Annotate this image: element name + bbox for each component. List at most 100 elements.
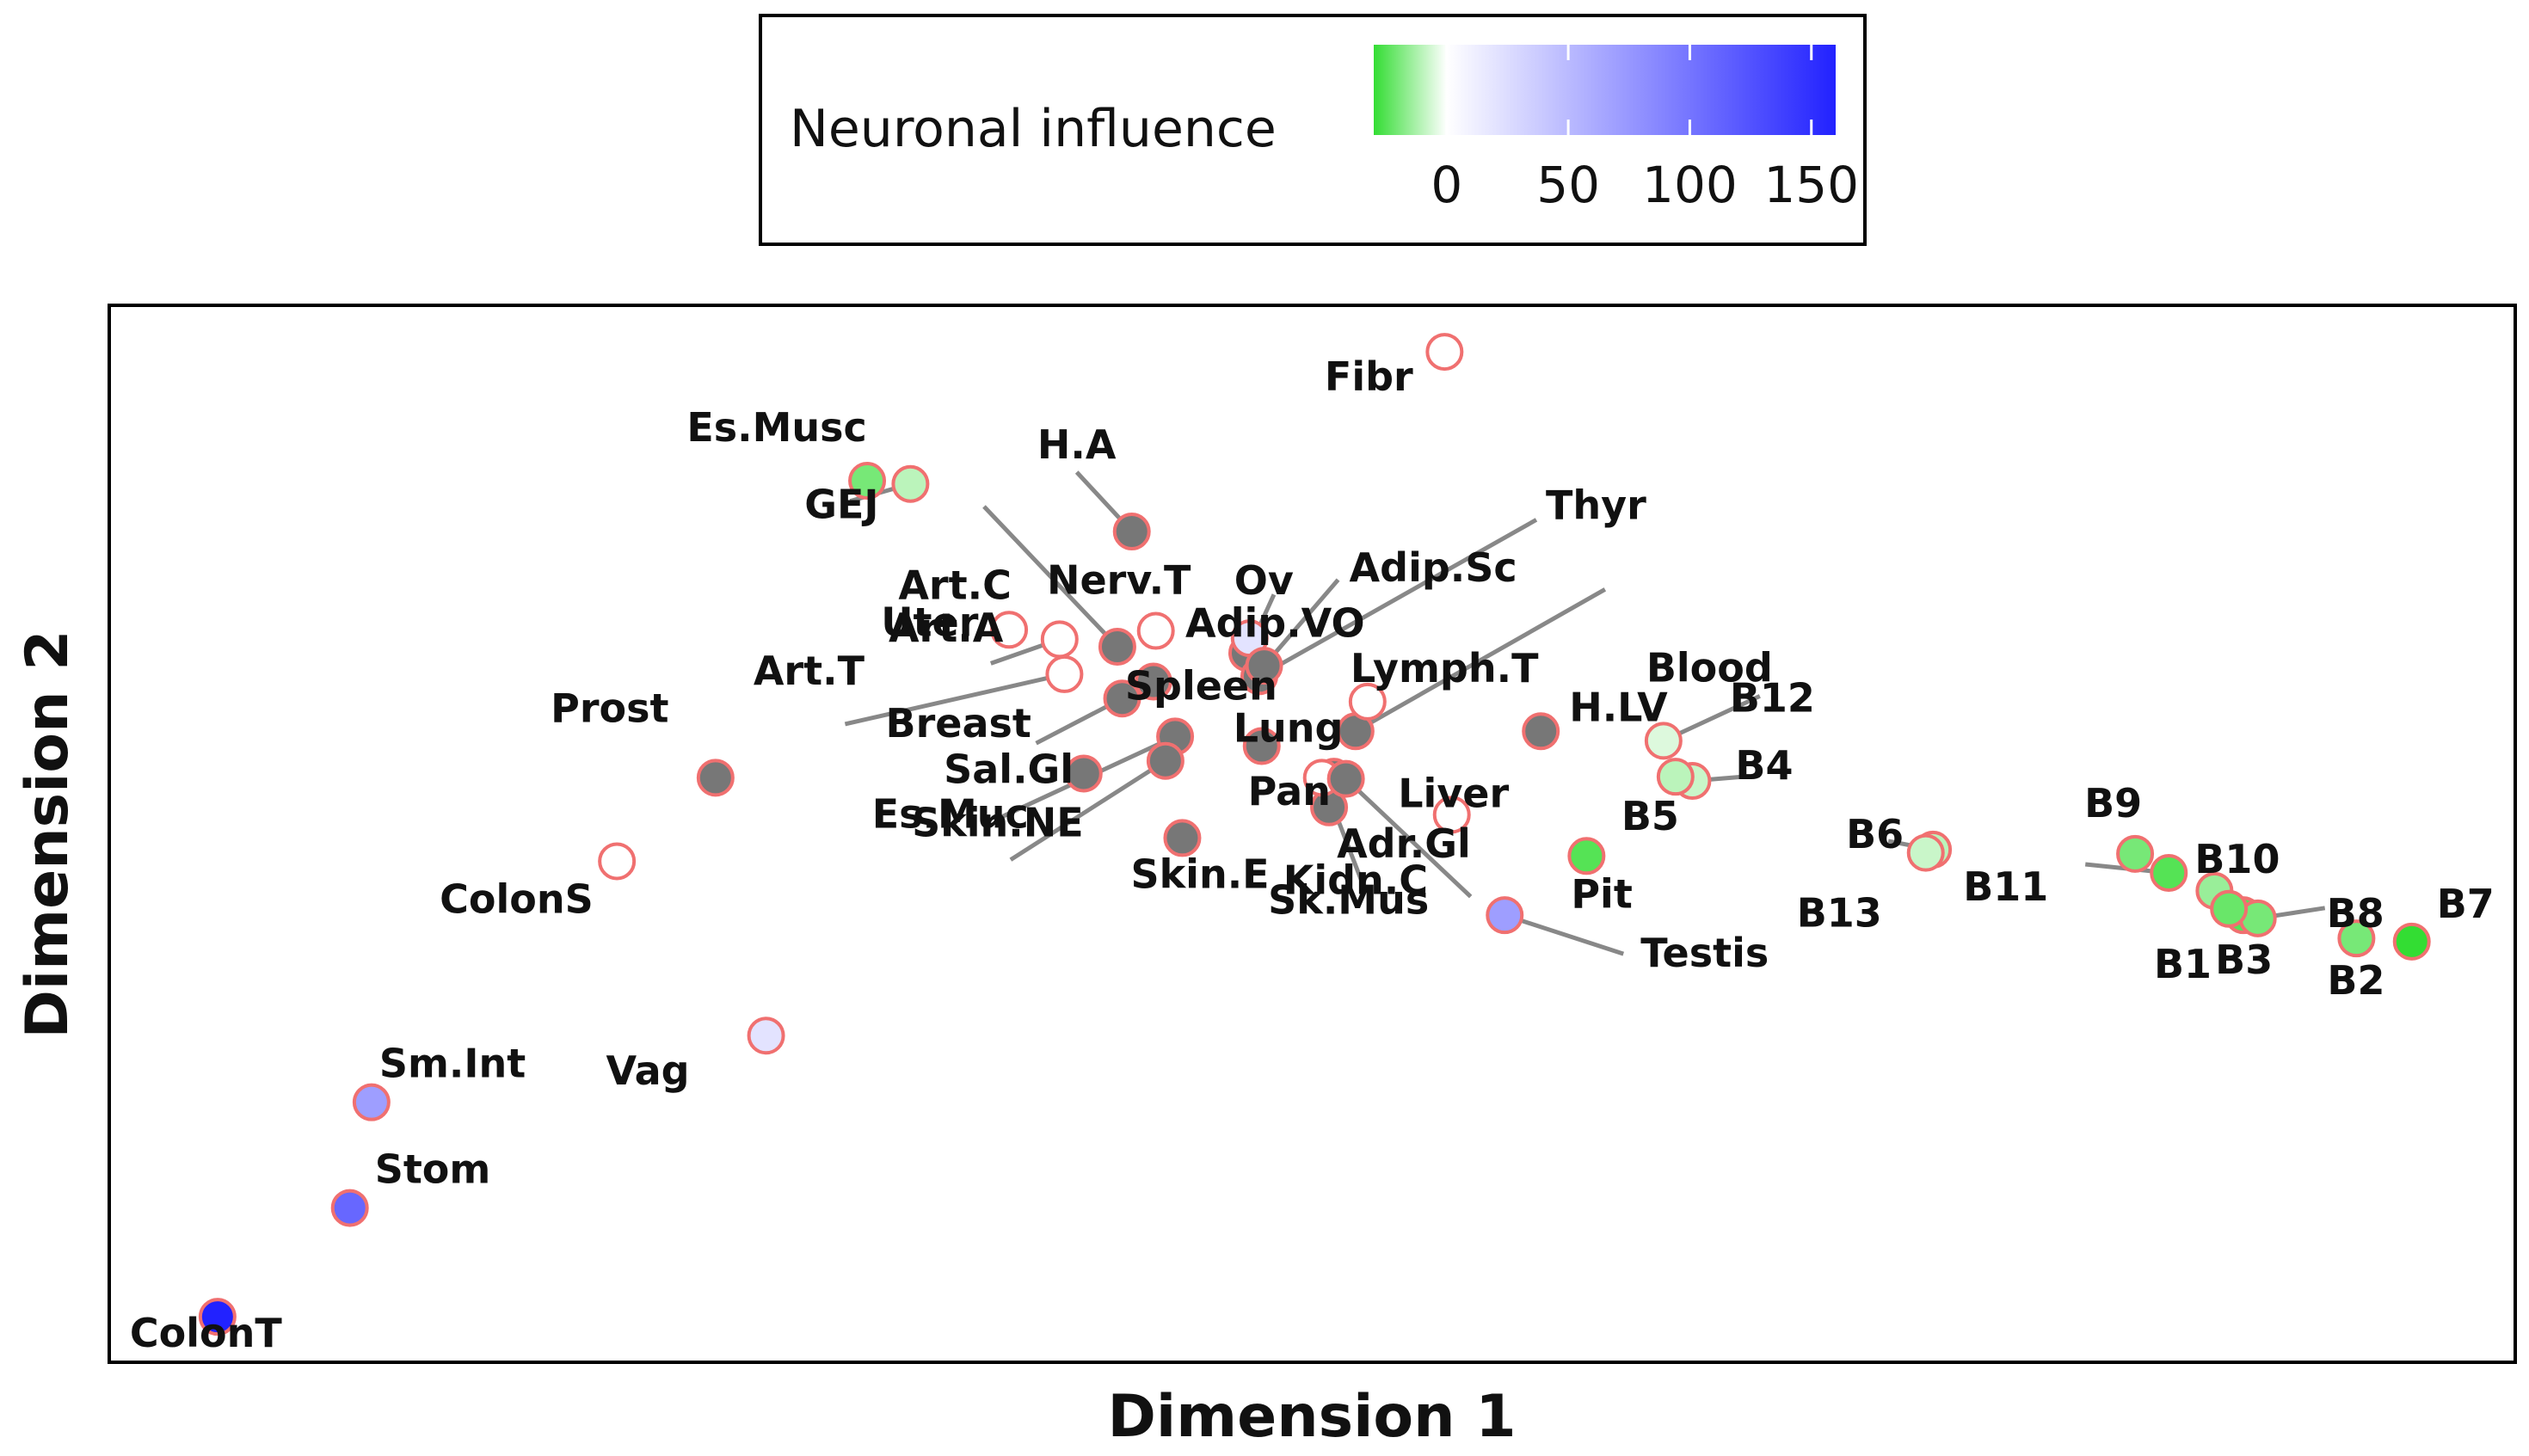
point-label-prost: Prost xyxy=(551,685,668,731)
point-label-b2: B2 xyxy=(2327,957,2384,1004)
point-sk-mus xyxy=(1326,759,1365,798)
leader-line-blood xyxy=(1354,587,1607,734)
point-lung xyxy=(1242,727,1281,765)
leader-line-sk-mus xyxy=(1344,777,1473,899)
point-colont xyxy=(198,1298,237,1336)
point-nerv-t xyxy=(1136,611,1175,650)
point-label-liver: Liver xyxy=(1398,770,1509,816)
point-label-fibr: Fibr xyxy=(1325,353,1413,400)
point-b11 xyxy=(2150,853,2188,892)
point-label-adr-gl: Adr.Gl xyxy=(1337,820,1471,867)
colorbar-tick-label: 50 xyxy=(1536,156,1600,214)
point-label-spleen: Spleen xyxy=(1125,663,1277,710)
point-label-art-a: Art.A xyxy=(889,605,1004,651)
point-label-es-muc: Es.Muc xyxy=(872,790,1029,837)
point-label-nerv-t: Nerv.T xyxy=(1047,557,1191,604)
leader-line-skin-ne xyxy=(1009,759,1167,862)
point-b9 xyxy=(2116,834,2155,873)
point-h-a xyxy=(1112,513,1151,551)
point-label-b8: B8 xyxy=(2327,890,2384,937)
point-label-testis: Testis xyxy=(1640,930,1769,976)
point-art-c xyxy=(990,611,1029,649)
point-label-b13: B13 xyxy=(1797,890,1882,937)
legend: Neuronal influence 0 50 100 150 xyxy=(759,14,1867,246)
point-b7 xyxy=(2392,922,2431,961)
point-b3 xyxy=(2210,889,2249,928)
point-es-muc xyxy=(1064,754,1103,793)
point-h-lv xyxy=(1522,712,1560,751)
point-lymph-t xyxy=(1348,682,1387,721)
point-label-stom: Stom xyxy=(375,1146,491,1193)
point-b12 xyxy=(1644,722,1683,760)
point-label-adip-sc: Adip.Sc xyxy=(1350,544,1517,591)
leader-line-art-t xyxy=(844,672,1065,727)
point-label-b7: B7 xyxy=(2437,881,2495,927)
colorbar-tick-label: 0 xyxy=(1431,156,1462,214)
point-label-sm-int: Sm.Int xyxy=(379,1041,526,1087)
colorbar xyxy=(1374,45,1836,135)
point-fibr xyxy=(1425,333,1464,372)
point-prost xyxy=(696,759,735,797)
point-label-b11: B11 xyxy=(1963,863,2048,910)
point-label-b6: B6 xyxy=(1846,811,1904,857)
legend-title: Neuronal influence xyxy=(790,99,1277,159)
colorbar-tick-label: 150 xyxy=(1763,156,1859,214)
point-label-pit: Pit xyxy=(1571,870,1632,917)
point-label-b4: B4 xyxy=(1735,742,1793,789)
data-points xyxy=(198,333,2431,1336)
point-art-t xyxy=(1045,654,1084,693)
point-liver xyxy=(1432,796,1471,834)
point-label-h-a: H.A xyxy=(1037,421,1117,468)
point-gej xyxy=(891,464,930,503)
point-label-kidn-c: Kidn.C xyxy=(1283,857,1428,903)
point-label-b3: B3 xyxy=(2215,937,2273,983)
leader-line-art-a xyxy=(982,505,1119,648)
point-label-b9: B9 xyxy=(2084,780,2142,826)
point-stom xyxy=(330,1189,369,1227)
point-label-b10: B10 xyxy=(2194,836,2280,882)
plot-frame xyxy=(108,304,2517,1364)
point-label-pan: Pan xyxy=(1248,768,1331,814)
point-b5 xyxy=(1656,758,1695,796)
point-art-a xyxy=(1098,627,1136,666)
point-label-art-t: Art.T xyxy=(754,648,865,694)
point-label-sal-gl: Sal.Gl xyxy=(944,746,1074,792)
point-label-b5: B5 xyxy=(1621,793,1679,839)
point-colons xyxy=(598,842,637,881)
colorbar-tick-label: 100 xyxy=(1642,156,1738,214)
point-spleen xyxy=(1134,662,1172,701)
point-label-blood: Blood xyxy=(1646,644,1773,691)
point-label-h-lv: H.LV xyxy=(1569,684,1668,730)
point-label-art-c: Art.C xyxy=(898,562,1012,608)
point-label-b1: B1 xyxy=(2154,941,2212,987)
point-label-b12: B12 xyxy=(1730,674,1815,721)
point-uter xyxy=(1040,620,1079,659)
point-label-adip-vo: Adip.VO xyxy=(1185,599,1365,646)
colorbar-ticks: 0 50 100 150 xyxy=(1431,45,1859,214)
point-label-colons: ColonS xyxy=(440,875,594,922)
point-label-colont: ColonT xyxy=(130,1310,282,1356)
leader-line-thyr xyxy=(1258,518,1538,679)
point-label-uter: Uter xyxy=(881,599,979,645)
point-sm-int xyxy=(352,1083,391,1121)
point-pit xyxy=(1567,837,1606,875)
point-label-breast: Breast xyxy=(886,700,1031,746)
point-label-thyr: Thyr xyxy=(1546,482,1646,528)
point-testis xyxy=(1486,896,1524,935)
point-label-ov: Ov xyxy=(1234,557,1294,604)
point-skin-ne xyxy=(1146,741,1185,780)
point-adip-sc xyxy=(1245,647,1283,685)
point-label-skin-ne: Skin.NE xyxy=(912,800,1084,846)
point-label-vag: Vag xyxy=(606,1047,690,1094)
point-label-lymph-t: Lymph.T xyxy=(1351,645,1539,691)
point-b2 xyxy=(2337,919,2376,958)
point-label-skin-e: Skin.E xyxy=(1130,851,1269,897)
y-axis-title: Dimension 2 xyxy=(14,630,82,1038)
x-axis-title: Dimension 1 xyxy=(1107,1383,1516,1451)
point-label-es-musc: Es.Musc xyxy=(686,404,866,451)
leader-line-testis xyxy=(1504,912,1625,956)
point-vag xyxy=(747,1017,785,1055)
point-b13 xyxy=(1906,833,1945,872)
